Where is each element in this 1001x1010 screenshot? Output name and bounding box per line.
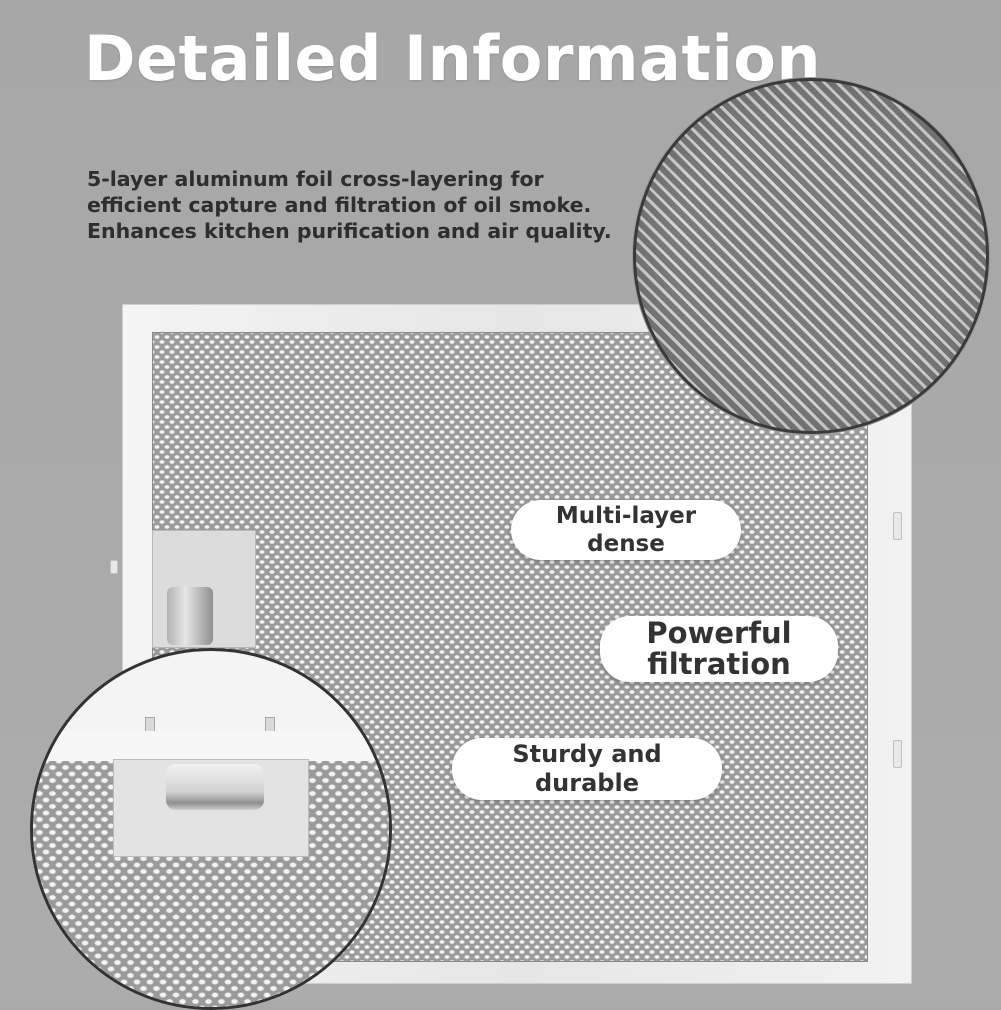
- filter-clip: [893, 740, 902, 768]
- badge-line: durable: [535, 769, 639, 797]
- badge-line: dense: [587, 531, 665, 557]
- mesh-closeup-image: [633, 78, 989, 434]
- handle-closeup-image: [30, 648, 392, 1010]
- badge-line: filtration: [647, 647, 791, 681]
- badge-line: Multi-layer: [555, 503, 697, 529]
- feature-badge-durable: Sturdy and durable: [452, 738, 722, 800]
- filter-clip: [893, 512, 902, 540]
- filter-handle: [152, 530, 256, 648]
- handle-slot: [167, 587, 213, 645]
- filter-clip: [110, 560, 118, 574]
- description-line: 5-layer aluminum foil cross-layering for: [87, 167, 544, 191]
- description-block: 5-layer aluminum foil cross-layering for…: [87, 166, 647, 244]
- closeup-frame: [33, 731, 389, 762]
- feature-badge-filtration: Powerful filtration: [600, 616, 838, 682]
- closeup-mesh: [33, 761, 389, 1007]
- badge-line: Sturdy and: [512, 740, 662, 768]
- feature-badge-multilayer: Multi-layer dense: [511, 500, 741, 560]
- closeup-handle-slot: [166, 764, 264, 810]
- description-line: Enhances kitchen purification and air qu…: [87, 219, 612, 243]
- badge-line: Powerful: [646, 616, 792, 650]
- closeup-handle: [113, 759, 309, 857]
- page-title: Detailed Information: [84, 22, 821, 95]
- description-line: efficient capture and filtration of oil …: [87, 193, 592, 217]
